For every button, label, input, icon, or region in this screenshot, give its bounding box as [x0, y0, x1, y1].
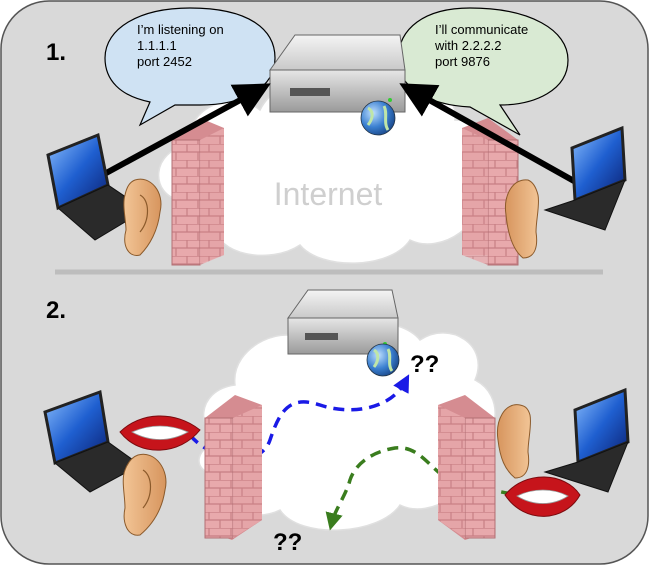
- ear-right-icon: [504, 179, 540, 259]
- laptop-left-icon-2: [43, 389, 141, 493]
- internet-label: Internet: [274, 176, 383, 212]
- svg-text:I’ll communicate with 2.: I’ll communicate with 2.2.2.2 port 9876: [434, 22, 532, 69]
- ear-left-icon: [123, 178, 162, 256]
- laptop-left-icon: [46, 132, 146, 241]
- mouth-left-icon: [119, 415, 201, 451]
- question-marks-bottom: ??: [273, 529, 302, 556]
- ear-right-icon-2: [496, 404, 532, 479]
- bubble-right-line3: port 9876: [435, 54, 490, 69]
- bubble-right-line2: with 2.2.2.2: [434, 38, 502, 53]
- globe-icon-2: [366, 343, 400, 377]
- ear-left-icon-2: [122, 453, 167, 536]
- panel-2: 2. ?? ??: [43, 289, 630, 556]
- mouth-right-icon: [504, 476, 581, 517]
- bubble-left-line3: port 2452: [137, 54, 192, 69]
- laptop-right-icon: [543, 125, 627, 231]
- bubble-right-line1: I’ll communicate: [435, 22, 528, 37]
- green-dashed-arrow: [325, 446, 531, 531]
- svg-text:I’m listening on 1.1.1.1: I’m listening on 1.1.1.1 port 2452: [137, 22, 227, 69]
- firewall-right-icon: [462, 118, 519, 266]
- step-1-label: 1.: [46, 39, 66, 66]
- laptop-right-icon-2: [543, 387, 630, 493]
- question-marks-top: ??: [410, 351, 439, 378]
- bubble-left-line1: I’m listening on: [137, 22, 224, 37]
- arrow-right-to-server: [399, 83, 592, 193]
- speech-bubble-right: [397, 7, 569, 136]
- firewall-right-icon-2: [438, 395, 496, 540]
- server-icon: [269, 34, 406, 113]
- globe-icon: [360, 100, 396, 136]
- blue-dashed-arrow: [188, 374, 410, 461]
- step-2-label: 2.: [46, 297, 66, 324]
- panel-1: 1. Internet I’m listening on 1.1.1.1 por…: [46, 7, 627, 266]
- firewall-left-icon-2: [204, 395, 262, 540]
- firewall-left-icon: [171, 118, 224, 266]
- bubble-left-line2: 1.1.1.1: [137, 38, 177, 53]
